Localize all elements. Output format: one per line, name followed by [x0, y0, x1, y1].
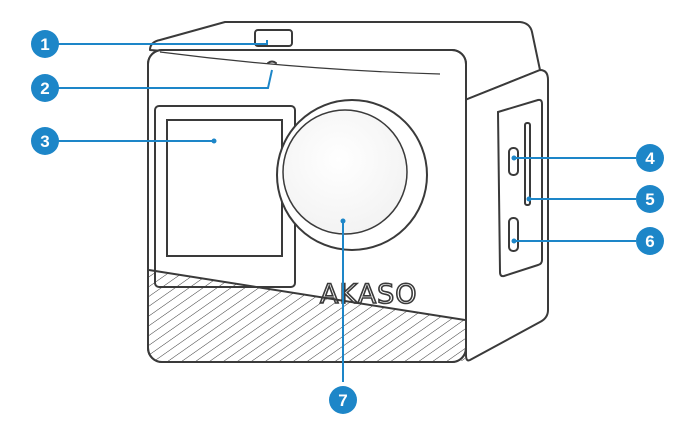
- callout-7-label: 7: [338, 391, 347, 410]
- usb-port[interactable]: [508, 147, 519, 176]
- callout-3-badge: [31, 127, 59, 155]
- leader-line-2: [57, 69, 273, 89]
- indicator-light: [267, 60, 277, 64]
- callout-6-badge: [636, 227, 664, 255]
- callout-2-label: 2: [40, 79, 49, 98]
- callout-5-label: 5: [645, 190, 654, 209]
- callout-7-badge: [329, 386, 357, 414]
- lens: [282, 109, 408, 235]
- callout-7: 7: [329, 386, 357, 414]
- leader-lines: [55, 40, 636, 382]
- leader-dot-7: [340, 218, 346, 224]
- callout-4-badge: [636, 144, 664, 172]
- port-cover: [496, 98, 543, 278]
- callout-3-label: 3: [40, 132, 49, 151]
- leader-dot-3: [211, 138, 217, 144]
- shutter-button[interactable]: [254, 29, 293, 47]
- leader-dots: [211, 138, 532, 244]
- callout-3: 3: [31, 127, 59, 155]
- callout-1-badge: [31, 30, 59, 58]
- front-face-outline: [147, 49, 467, 363]
- leader-dot-4: [511, 155, 517, 161]
- leader-dot-5: [526, 196, 532, 202]
- grip-strip: [149, 270, 465, 361]
- hdmi-port[interactable]: [508, 217, 519, 252]
- callout-5-badge: [636, 185, 664, 213]
- grip-strip-edge: [148, 269, 466, 321]
- leader-line-1: [57, 40, 268, 45]
- front-top-edge: [159, 51, 441, 75]
- callout-4: 4: [636, 144, 664, 172]
- microsd-slot[interactable]: [524, 122, 531, 206]
- callout-5: 5: [636, 185, 664, 213]
- callout-2: 2: [31, 74, 59, 102]
- callout-2-badge: [31, 74, 59, 102]
- leader-dot-6: [511, 238, 517, 244]
- callout-1: 1: [31, 30, 59, 58]
- front-screen[interactable]: [166, 119, 283, 257]
- callout-6-label: 6: [645, 232, 654, 251]
- callout-1-label: 1: [40, 35, 49, 54]
- callout-4-label: 4: [645, 149, 655, 168]
- callout-6: 6: [636, 227, 664, 255]
